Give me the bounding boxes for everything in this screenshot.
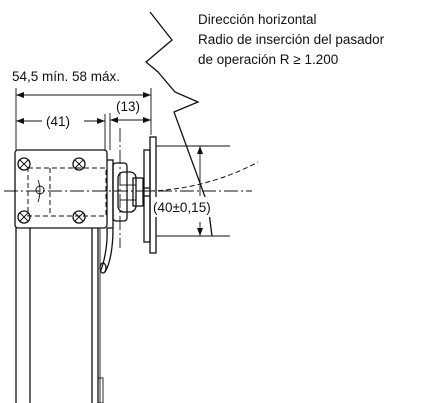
dimension-body-width [16,114,106,150]
annotation-line-3: de operación R ≥ 1.200 [198,52,338,67]
actuator-head [99,136,157,274]
screw-top-left [17,157,31,171]
annotation-line-1: Dirección horizontal [198,12,317,27]
dimension-body-width-label: (41) [46,114,70,129]
switch-body [14,149,108,403]
dimension-overall-label: 54,5 mín. 58 máx. [12,69,120,84]
dimension-height-label-bg [151,197,245,217]
screw-bottom-right [72,210,86,224]
annotation-line-2: Radio de inserción del pasador [198,32,385,47]
dimension-offset [109,113,151,150]
screw-top-right [72,157,86,171]
dimension-height [156,145,230,237]
dimension-overall [15,88,152,150]
insertion-radius-arc [149,161,259,192]
dimension-offset-label: (13) [116,99,140,114]
dimension-height-label: (40±0,15) [153,200,211,215]
screw-bottom-left [17,210,31,224]
break-line [144,11,213,237]
